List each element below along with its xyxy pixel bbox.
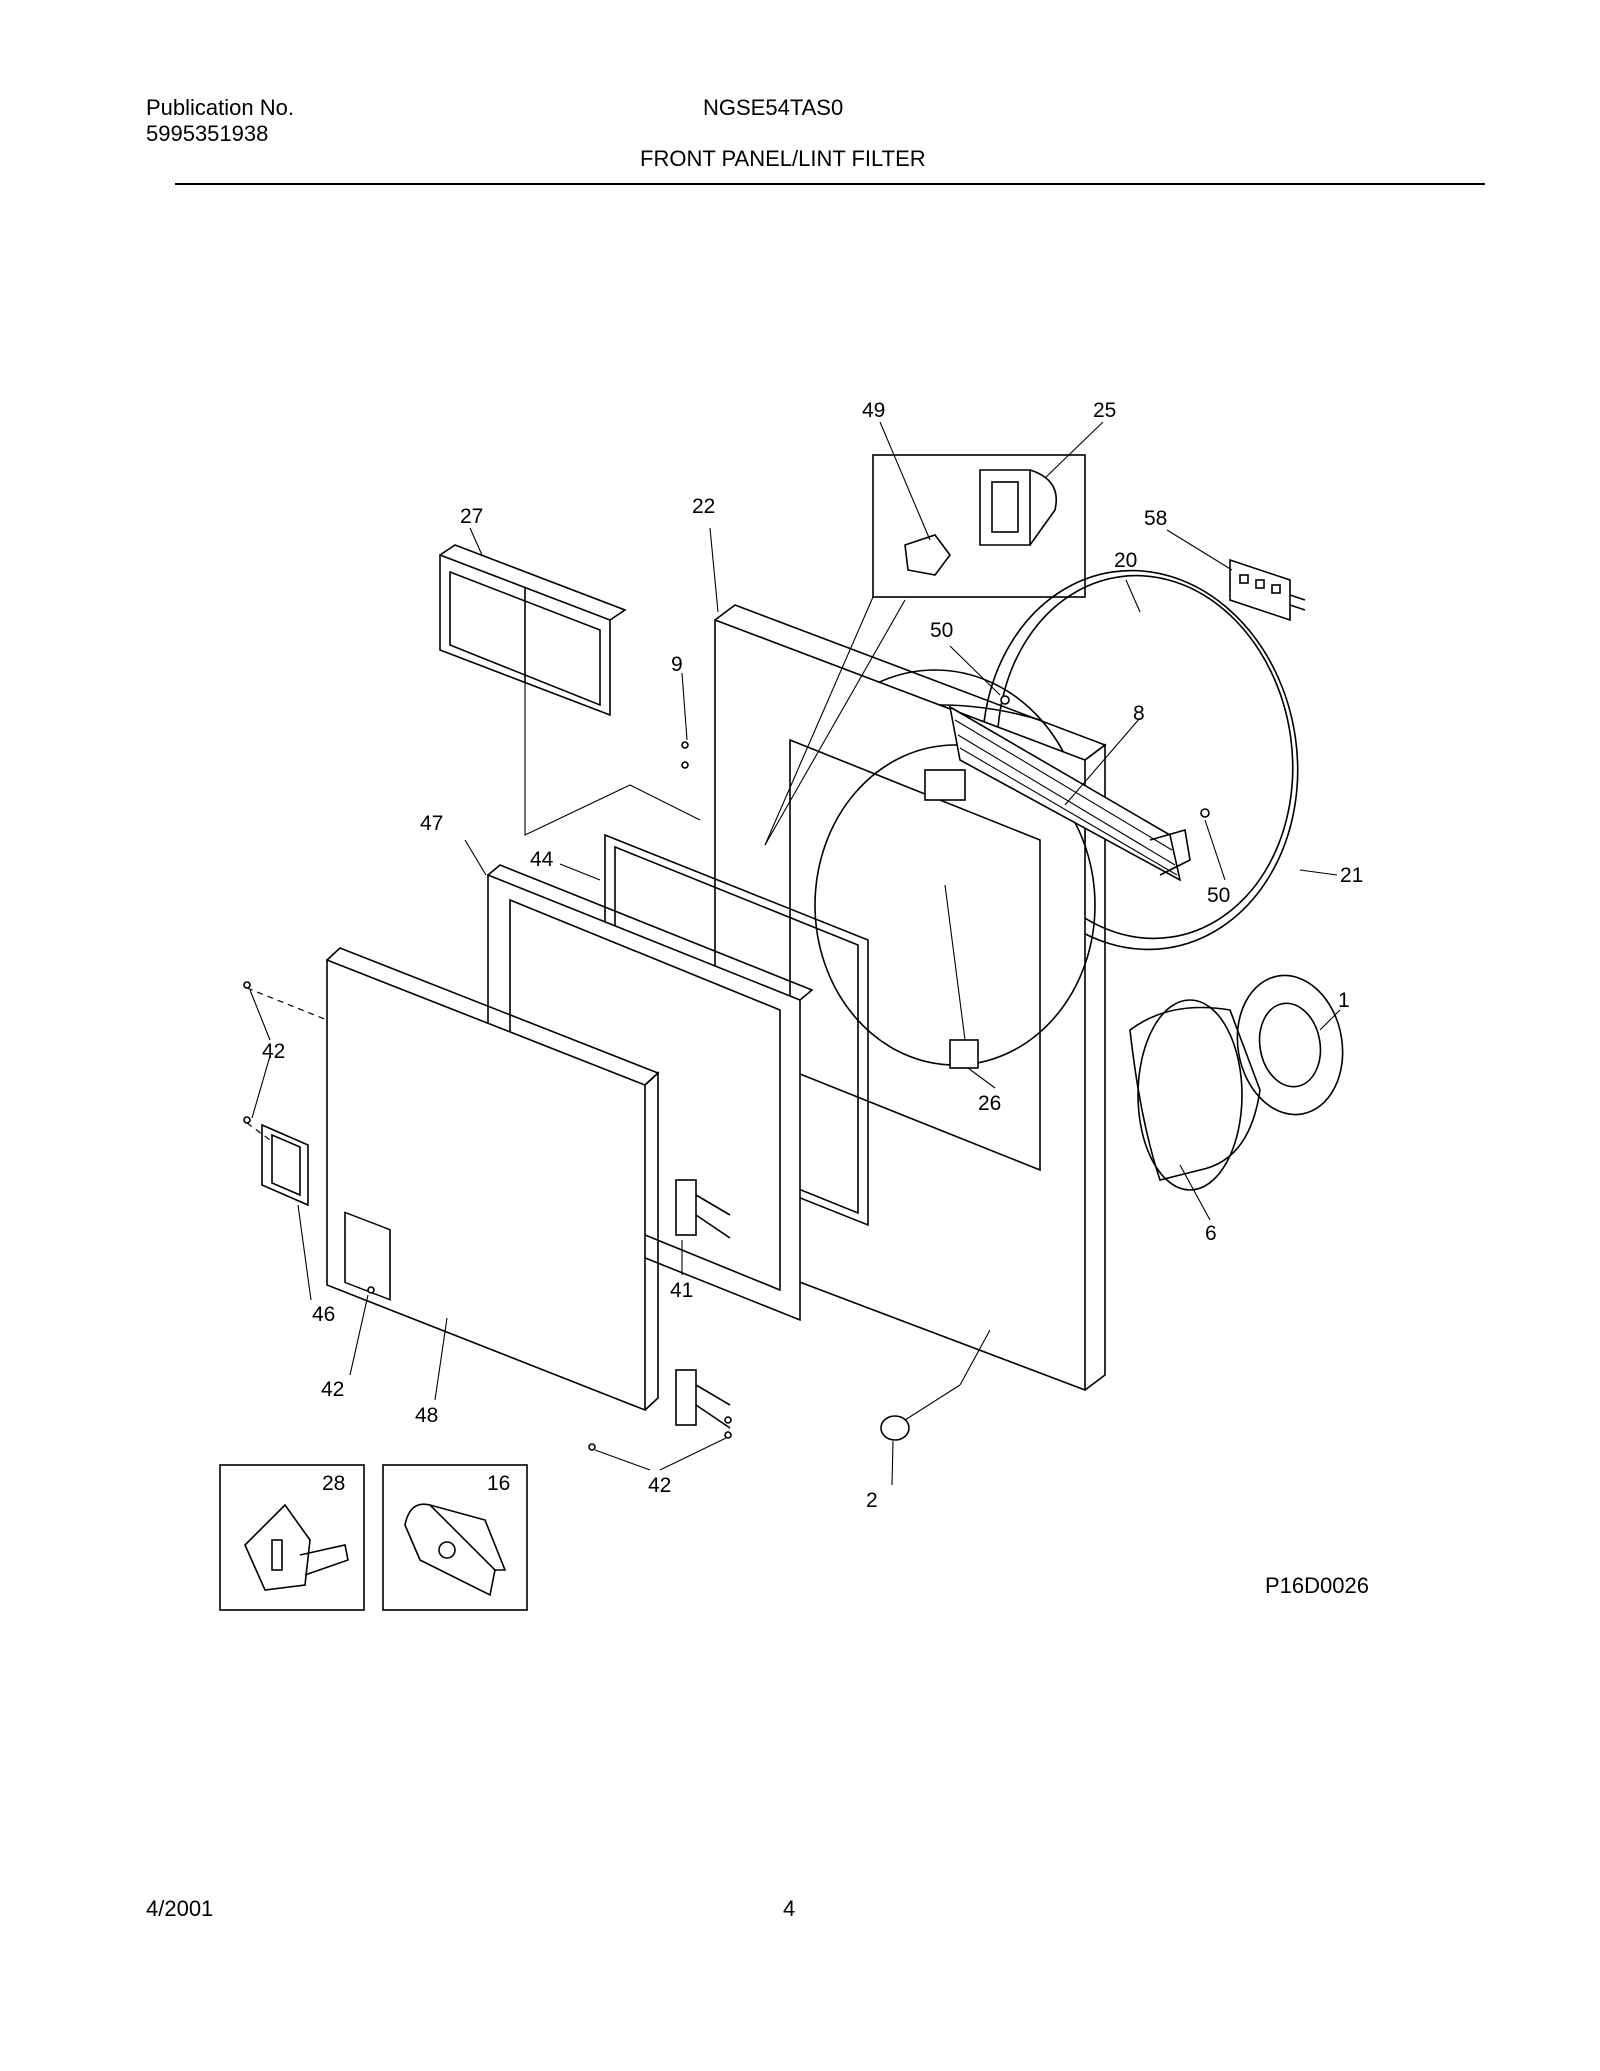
callout-1: 1 xyxy=(1338,989,1350,1012)
blower-housing xyxy=(1129,974,1344,1191)
callout-20: 20 xyxy=(1114,549,1137,572)
leader-lines xyxy=(249,421,1341,1486)
callout-42-bottom-left: 42 xyxy=(321,1378,344,1401)
callout-28: 28 xyxy=(322,1472,345,1495)
door-catch xyxy=(261,1123,309,1207)
terminal-block xyxy=(1229,558,1306,622)
lint-screen xyxy=(948,705,1191,882)
callout-22: 22 xyxy=(692,495,715,518)
callout-41: 41 xyxy=(670,1279,693,1302)
publication-label: Publication No. xyxy=(146,95,294,120)
callout-9: 9 xyxy=(671,653,683,676)
callout-27: 27 xyxy=(460,505,483,528)
footer-page-number: 4 xyxy=(783,1896,796,1921)
inset-box-16 xyxy=(382,1464,528,1611)
drawing-code: P16D0026 xyxy=(1265,1573,1369,1598)
callout-42-left: 42 xyxy=(262,1040,285,1063)
leveling-foot xyxy=(880,1329,991,1441)
hinge-lower xyxy=(675,1369,731,1429)
callout-6: 6 xyxy=(1205,1222,1217,1245)
screws xyxy=(243,695,1210,1451)
callout-46: 46 xyxy=(312,1303,335,1326)
callout-44: 44 xyxy=(530,848,554,871)
footer-date: 4/2001 xyxy=(146,1896,214,1921)
callout-58: 58 xyxy=(1144,507,1167,530)
callout-49: 49 xyxy=(862,399,885,422)
inset-box-28 xyxy=(219,1464,365,1611)
callout-47: 47 xyxy=(420,812,443,835)
callout-2: 2 xyxy=(866,1489,878,1512)
outer-door xyxy=(326,947,660,1412)
callout-42-bottom: 42 xyxy=(648,1474,671,1497)
callout-48: 48 xyxy=(415,1404,438,1427)
callout-16: 16 xyxy=(487,1472,510,1495)
section-title: FRONT PANEL/LINT FILTER xyxy=(640,146,926,171)
front-panel-frame xyxy=(714,604,1107,1392)
callout-50-lower: 50 xyxy=(1207,884,1230,907)
inset-box-49-25 xyxy=(764,454,1086,846)
lint-filter xyxy=(439,544,627,717)
header-rule xyxy=(175,183,1485,185)
hinge-upper xyxy=(675,1179,731,1239)
model-number: NGSE54TAS0 xyxy=(703,95,844,120)
callout-25: 25 xyxy=(1093,399,1116,422)
publication-number: 5995351938 xyxy=(146,121,269,146)
callout-8: 8 xyxy=(1133,702,1145,725)
callout-21: 21 xyxy=(1340,864,1363,887)
callout-50-upper: 50 xyxy=(930,619,953,642)
door-switch xyxy=(944,884,979,1069)
callout-26: 26 xyxy=(978,1092,1001,1115)
